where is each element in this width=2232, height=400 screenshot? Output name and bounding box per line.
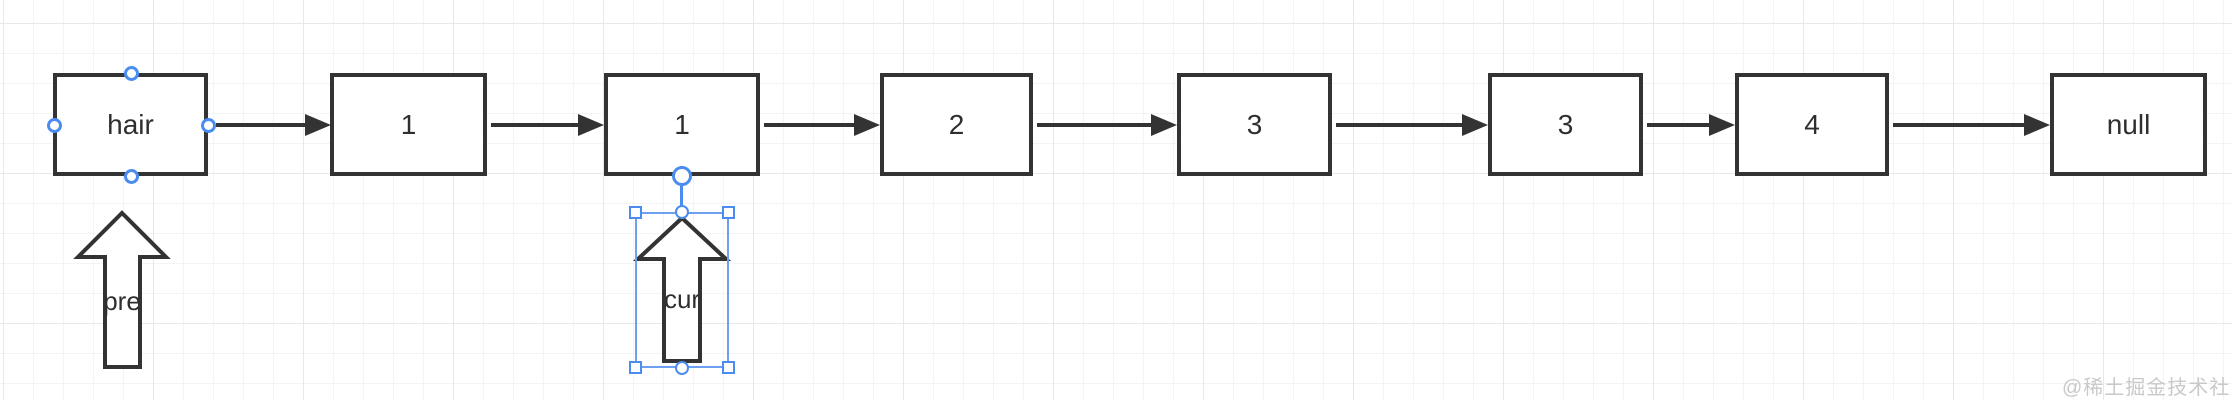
selection-handle-bottom-icon[interactable] — [675, 361, 689, 375]
node-label: null — [2106, 108, 2151, 140]
node-3-first[interactable]: 3 — [1177, 73, 1332, 176]
selection-handle-ne[interactable] — [722, 206, 735, 219]
connection-port-right-icon[interactable] — [201, 118, 216, 133]
connector-1-to-1[interactable] — [491, 123, 578, 127]
node-4[interactable]: 4 — [1735, 73, 1889, 176]
arrowhead-icon — [854, 114, 880, 136]
node-2[interactable]: 2 — [880, 73, 1033, 176]
node-label: 1 — [674, 108, 690, 140]
node-1-second[interactable]: 1 — [604, 73, 760, 176]
node-label: 3 — [1246, 108, 1263, 140]
arrowhead-icon — [305, 114, 331, 136]
node-3-second[interactable]: 3 — [1488, 73, 1643, 176]
connection-port-top-icon[interactable] — [124, 66, 139, 81]
connector-4-to-null[interactable] — [1893, 123, 2024, 127]
connection-port-left-icon[interactable] — [47, 118, 62, 133]
node-hair[interactable]: hair — [53, 73, 208, 176]
connector-3-to-3[interactable] — [1336, 123, 1462, 127]
connector-2-to-3[interactable] — [1037, 123, 1151, 127]
connector-1-to-2[interactable] — [764, 123, 854, 127]
arrowhead-icon — [1462, 114, 1488, 136]
arrowhead-icon — [1709, 114, 1735, 136]
connection-port-node1b-bottom-icon[interactable] — [672, 166, 692, 186]
node-1-first[interactable]: 1 — [330, 73, 487, 176]
connector-3-to-4[interactable] — [1647, 123, 1709, 127]
node-label: hair — [107, 108, 154, 140]
juejin-watermark: @稀土掘金技术社区 — [2062, 377, 2232, 399]
pointer-pre-arrow[interactable]: pre — [73, 210, 171, 369]
connection-port-bottom-icon[interactable] — [124, 169, 139, 184]
up-arrow-icon — [73, 210, 171, 369]
selection-handle-sw[interactable] — [629, 361, 642, 374]
node-label: 3 — [1557, 108, 1574, 140]
selection-handle-top-icon[interactable] — [675, 205, 689, 219]
node-label: 2 — [948, 108, 965, 140]
arrowhead-icon — [1151, 114, 1177, 136]
arrowhead-icon — [578, 114, 604, 136]
selection-handle-se[interactable] — [722, 361, 735, 374]
node-label: 4 — [1804, 108, 1820, 140]
node-null[interactable]: null — [2050, 73, 2207, 176]
node-label: 1 — [400, 108, 417, 140]
selection-box[interactable] — [635, 212, 729, 368]
arrowhead-icon — [2024, 114, 2050, 136]
selection-stem — [680, 184, 683, 213]
connector-hair-to-1[interactable] — [216, 123, 305, 127]
selection-handle-nw[interactable] — [629, 206, 642, 219]
